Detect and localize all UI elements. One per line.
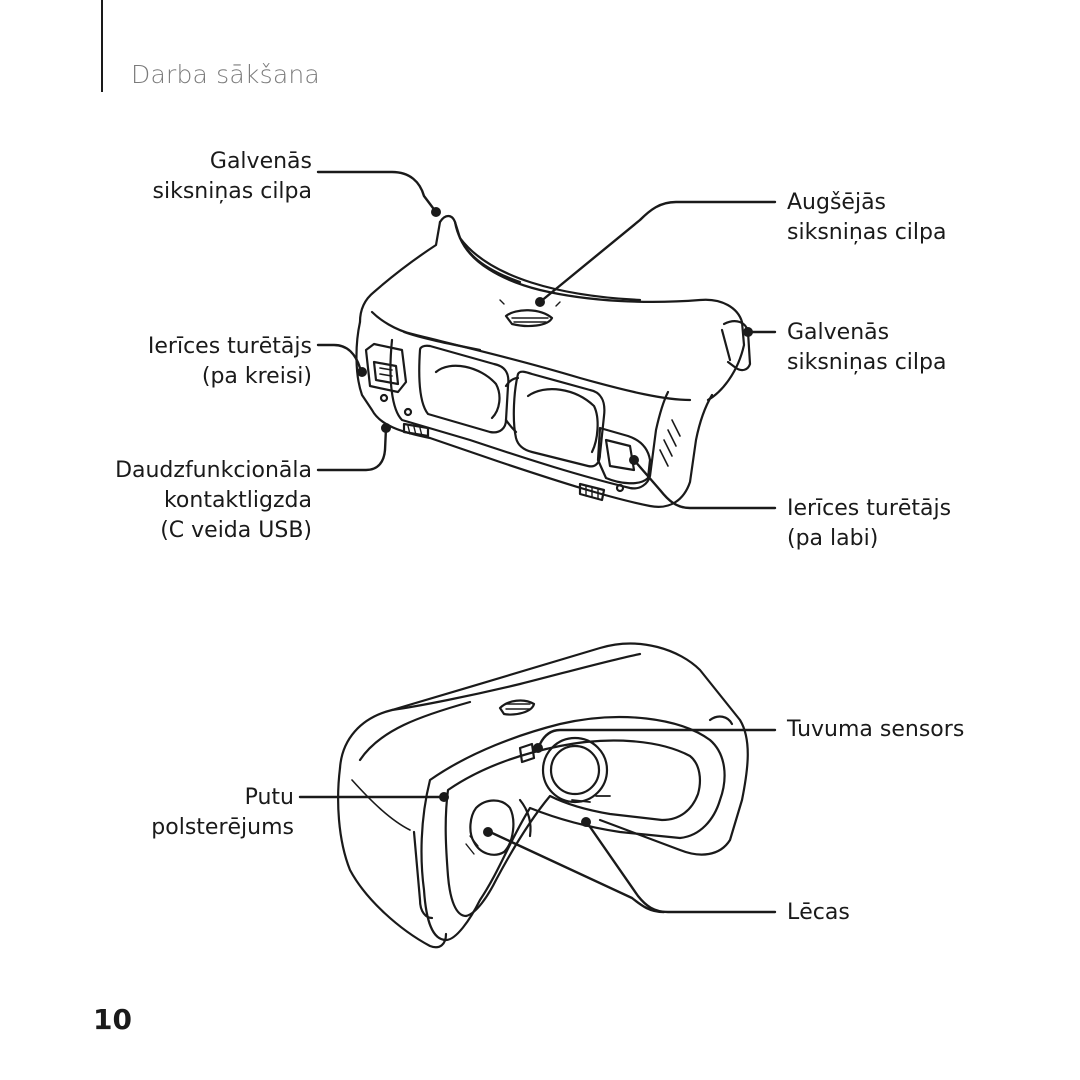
label-line: Augšējās [787,190,887,215]
label-line: Galvenās [787,320,890,345]
label-line: siksniņas cilpa [787,220,947,245]
label-line: (pa kreisi) [201,364,312,389]
label-device-holder-left: Ierīces turētājs (pa kreisi) [148,332,312,392]
label-line: siksniņas cilpa [787,350,947,375]
label-line: Galvenās [209,149,312,174]
label-main-strap-loop-left: Galvenās siksniņas cilpa [153,147,312,207]
label-line: (C veida USB) [160,518,312,543]
section-title: Darba sākšana [131,60,320,89]
label-line: Daudzfunkcionāla [115,458,312,483]
label-line: Putu [244,785,294,810]
headset-front-view [355,214,752,508]
label-multipurpose-jack: Daudzfunkcionāla kontaktligzda (C veida … [115,456,312,546]
label-proximity-sensor: Tuvuma sensors [787,715,964,745]
page-number: 10 [93,1003,132,1036]
leader-lines-bottom [298,728,777,914]
label-line: Ierīces turētājs [147,334,312,359]
label-line: siksniņas cilpa [152,179,312,204]
label-line: kontaktligzda [163,488,312,513]
label-foam-cushion: Putu polsterējums [151,783,294,843]
label-line: (pa labi) [787,526,879,551]
label-line: polsterējums [151,815,294,840]
leader-lines-top [316,170,777,510]
label-line: Lēcas [787,900,850,925]
label-line: Ierīces turētājs [787,496,952,521]
header-rule [101,0,103,92]
label-line: Tuvuma sensors [787,717,965,742]
label-lenses: Lēcas [787,898,850,928]
headset-back-view [337,642,749,949]
label-top-strap-loop: Augšējās siksniņas cilpa [787,188,946,248]
label-main-strap-loop-right: Galvenās siksniņas cilpa [787,318,946,378]
label-device-holder-right: Ierīces turētājs (pa labi) [787,494,951,554]
